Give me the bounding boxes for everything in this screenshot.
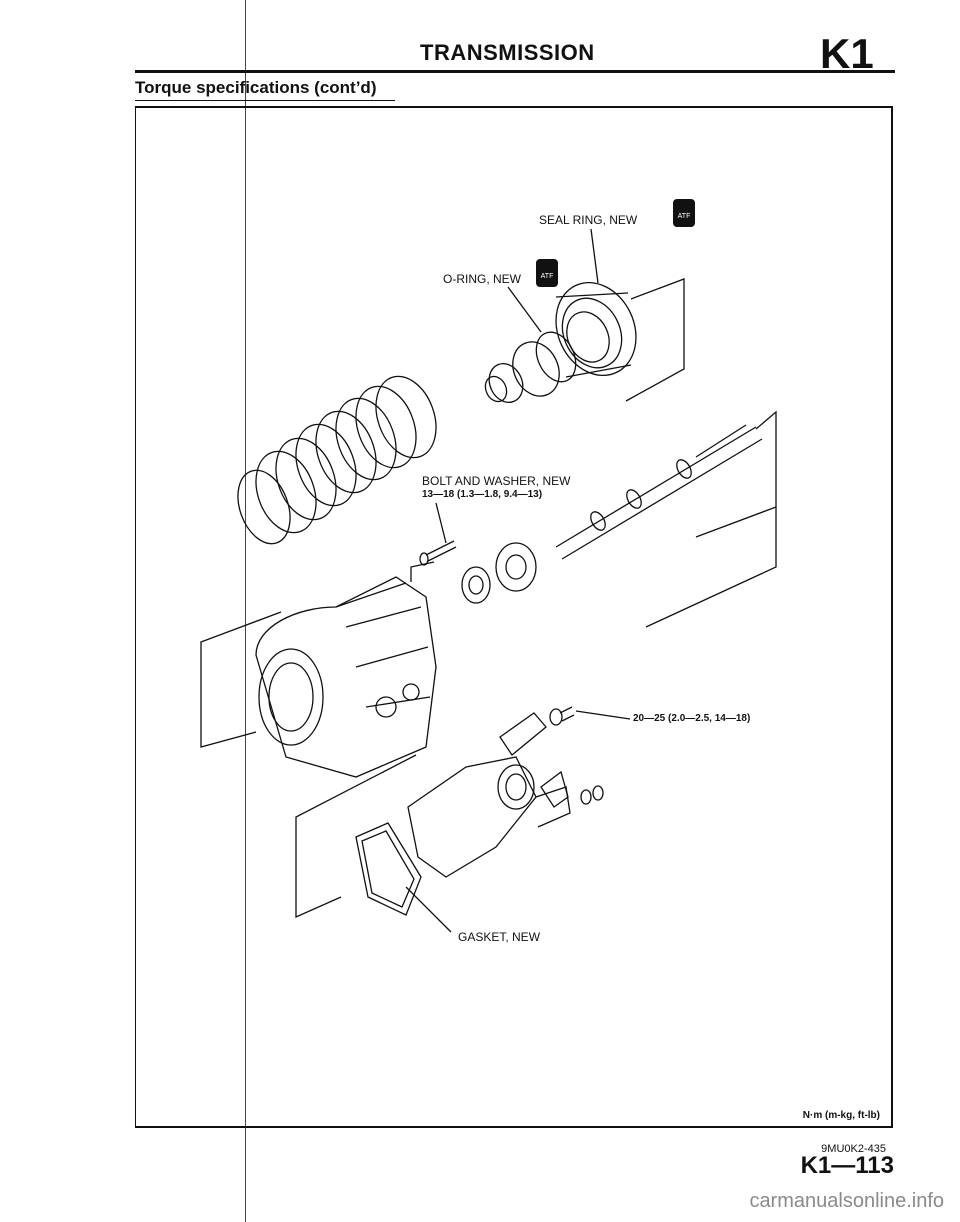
svg-text:ATF: ATF bbox=[678, 213, 691, 220]
transmission-case bbox=[255, 576, 437, 778]
extension-housing bbox=[407, 756, 571, 878]
binder-line bbox=[245, 0, 246, 1222]
gasket bbox=[355, 822, 422, 916]
o-ring-leader bbox=[507, 286, 542, 333]
bracket-gasket bbox=[295, 754, 417, 919]
section-title: Torque specifications (cont’d) bbox=[135, 78, 377, 97]
exploded-transmission-diagram: ATF ATF bbox=[200, 199, 777, 933]
label-gasket: GASKET, NEW bbox=[458, 930, 541, 944]
label-o-ring: O-RING, NEW bbox=[443, 272, 521, 286]
atf-badge-seal-ring: ATF bbox=[673, 199, 695, 227]
label-bolt-washer: BOLT AND WASHER, NEW bbox=[422, 474, 571, 488]
label-bolt-torque: 13—18 (1.3—1.8, 9.4—13) bbox=[422, 489, 543, 500]
diagram-frame bbox=[135, 106, 893, 1128]
extension-bolt bbox=[549, 706, 631, 726]
header-rule bbox=[135, 70, 895, 73]
section-rule bbox=[135, 100, 395, 101]
section-code: K1 bbox=[820, 30, 874, 77]
figure-reference: 9MU0K2-435 bbox=[821, 1143, 886, 1155]
parking-gear bbox=[461, 542, 537, 604]
atf-badge-o-ring: ATF bbox=[536, 259, 558, 287]
bolt-and-washer bbox=[419, 502, 457, 566]
units-note: N·m (m-kg, ft-lb) bbox=[802, 1110, 880, 1121]
bracket-case bbox=[200, 611, 282, 748]
extension-small-parts bbox=[540, 770, 604, 808]
o-ring-part bbox=[484, 331, 577, 403]
seal-ring-part bbox=[555, 281, 637, 378]
label-seal-ring: SEAL RING, NEW bbox=[539, 213, 638, 227]
page-header-title: TRANSMISSION bbox=[420, 40, 595, 65]
seal-ring-leader bbox=[590, 228, 599, 284]
svg-text:ATF: ATF bbox=[541, 273, 554, 280]
sensor-bracket bbox=[499, 712, 547, 756]
page-number: K1—113 bbox=[800, 1152, 894, 1179]
output-shaft bbox=[555, 424, 763, 560]
clutch-pack bbox=[237, 375, 437, 545]
bracket-shaft bbox=[645, 506, 777, 628]
bracket-seal bbox=[625, 278, 685, 402]
watermark: carmanualsonline.info bbox=[749, 1190, 944, 1212]
gasket-leader bbox=[405, 886, 452, 933]
label-extension-torque: 20—25 (2.0—2.5, 14—18) bbox=[633, 713, 751, 724]
